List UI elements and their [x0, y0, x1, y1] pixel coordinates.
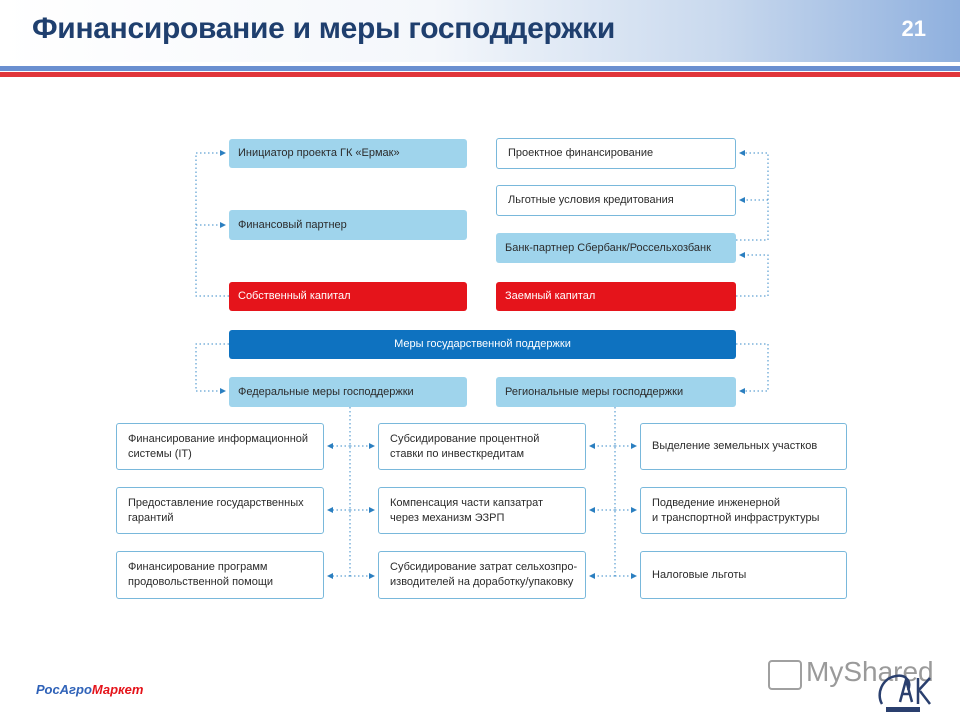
- preferential-credit-label: Льготные условия кредитования: [508, 194, 674, 206]
- measure-box: Выделение земельных участков: [640, 423, 847, 470]
- partner-bank-label: Банк-партнер Сбербанк/Россельхозбанк: [505, 241, 711, 254]
- equity-capital-label: Собственный капитал: [238, 290, 351, 302]
- debt-capital-box: Заемный капитал: [496, 282, 736, 311]
- measure-box: Налоговые льготы: [640, 551, 847, 599]
- measure-label: Субсидирование затрат сельхозпро- изводи…: [390, 561, 578, 588]
- federal-measures-box: Федеральные меры господдержки: [229, 377, 467, 407]
- company-logo: РосАгроМаркет: [36, 682, 143, 697]
- slide-header: Финансирование и меры господдержки 21: [0, 0, 960, 62]
- watermark-text: MyShared: [806, 656, 934, 687]
- company-seal-icon: [878, 674, 931, 712]
- measure-box: Предоставление государственных гарантий: [116, 487, 324, 534]
- state-support-label: Меры государственной поддержки: [394, 338, 571, 350]
- measure-box: Компенсация части капзатрат через механи…: [378, 487, 586, 534]
- measure-label: Финансирование информационной системы (I…: [128, 432, 309, 460]
- state-support-bar: Меры государственной поддержки: [229, 330, 736, 359]
- regional-measures-label: Региональные меры господдержки: [505, 385, 684, 398]
- measure-box: Финансирование информационной системы (I…: [116, 423, 324, 470]
- federal-measures-label: Федеральные меры господдержки: [238, 385, 414, 398]
- measure-box: Финансирование программ продовольственно…: [116, 551, 324, 599]
- project-finance-box: Проектное финансирование: [496, 138, 736, 169]
- measure-label: Субсидирование процентной ставки по инве…: [390, 432, 540, 460]
- measure-box: Субсидирование процентной ставки по инве…: [378, 423, 586, 470]
- presentation-icon: [768, 660, 802, 690]
- measure-label: Компенсация части капзатрат через механи…: [390, 496, 544, 524]
- page-title: Финансирование и меры господдержки: [32, 12, 615, 45]
- debt-capital-label: Заемный капитал: [505, 290, 596, 302]
- partner-bank-box: Банк-партнер Сбербанк/Россельхозбанк: [496, 233, 736, 263]
- regional-measures-box: Региональные меры господдержки: [496, 377, 736, 407]
- page-number: 21: [901, 16, 926, 41]
- measure-box: Субсидирование затрат сельхозпро- изводи…: [378, 551, 586, 599]
- measure-label: Предоставление государственных гарантий: [128, 496, 304, 524]
- measure-box: Подведение инженерной и транспортной инф…: [640, 487, 847, 534]
- measure-label: Подведение инженерной и транспортной инф…: [652, 496, 820, 524]
- equity-capital-box: Собственный капитал: [229, 282, 467, 311]
- preferential-credit-box: Льготные условия кредитования: [496, 185, 736, 216]
- measure-label: Выделение земельных участков: [652, 440, 818, 452]
- logo-part1: РосАгро: [36, 682, 92, 697]
- logo-part2: Маркет: [91, 682, 144, 697]
- divider-red: [0, 72, 960, 77]
- financial-partner-label: Финансовый партнер: [238, 218, 347, 231]
- measure-label: Финансирование программ продовольственно…: [128, 561, 274, 588]
- initiator-label: Инициатор проекта ГК «Ермак»: [238, 147, 400, 159]
- divider-white: [0, 62, 960, 68]
- divider-blue: [0, 66, 960, 71]
- initiator-box: Инициатор проекта ГК «Ермак»: [229, 139, 467, 168]
- financial-partner-box: Финансовый партнер: [229, 210, 467, 240]
- project-finance-label: Проектное финансирование: [508, 147, 654, 159]
- measure-label: Налоговые льготы: [652, 568, 747, 581]
